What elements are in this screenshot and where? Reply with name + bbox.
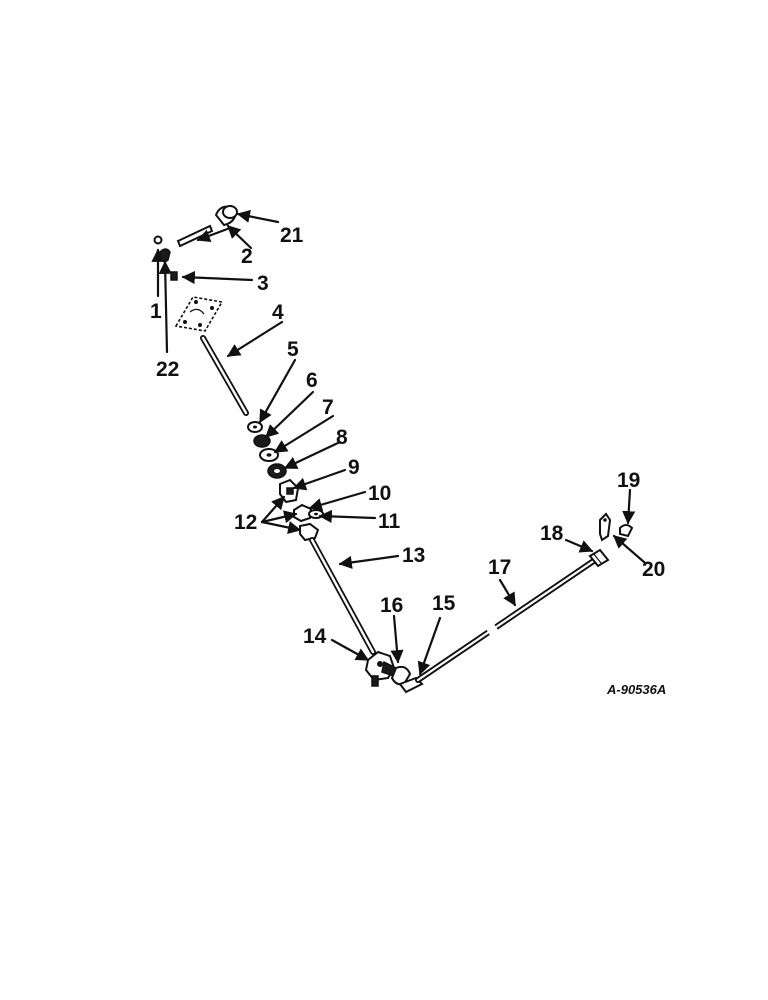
callout-13: 13	[402, 544, 425, 567]
part-coupling	[279, 478, 324, 542]
callout-17: 17	[488, 556, 511, 579]
part-washer-stack	[247, 421, 287, 479]
callout-15: 15	[432, 592, 456, 615]
callout-12: 12	[234, 511, 257, 534]
callout-3: 3	[257, 272, 269, 295]
callouts: 1 2 3 4 5 6 7 8 9 10 11 12 13 14 15 16 1…	[150, 224, 665, 648]
callout-11: 11	[378, 510, 401, 533]
callout-2: 2	[241, 245, 253, 268]
part-bracket-pin	[599, 512, 634, 542]
callout-20: 20	[642, 558, 665, 581]
callout-9: 9	[348, 456, 360, 479]
part-upper-rod	[200, 335, 249, 416]
part-clip	[159, 248, 171, 263]
callout-21: 21	[280, 224, 304, 247]
callout-22: 22	[156, 358, 179, 381]
part-end-fitting	[588, 548, 610, 568]
part-lower-rod	[309, 537, 376, 655]
callout-16: 16	[380, 594, 403, 617]
callout-8: 8	[336, 426, 348, 449]
callout-14: 14	[303, 625, 327, 648]
part-gasket-plate	[174, 296, 224, 332]
callout-19: 19	[617, 469, 640, 492]
callout-4: 4	[272, 301, 284, 324]
callout-7: 7	[322, 396, 334, 419]
callout-1: 1	[150, 300, 162, 323]
part-spring	[170, 271, 178, 281]
leader-lines	[151, 209, 646, 676]
part-cross-rod	[415, 555, 601, 683]
callout-10: 10	[368, 482, 391, 505]
part-ball	[153, 235, 163, 245]
drawing-code: A-90536A	[606, 682, 666, 697]
callout-6: 6	[306, 369, 318, 392]
callout-5: 5	[287, 338, 299, 361]
callout-18: 18	[540, 522, 564, 545]
part-lever-bracket	[364, 650, 424, 694]
part-knob	[214, 205, 238, 227]
